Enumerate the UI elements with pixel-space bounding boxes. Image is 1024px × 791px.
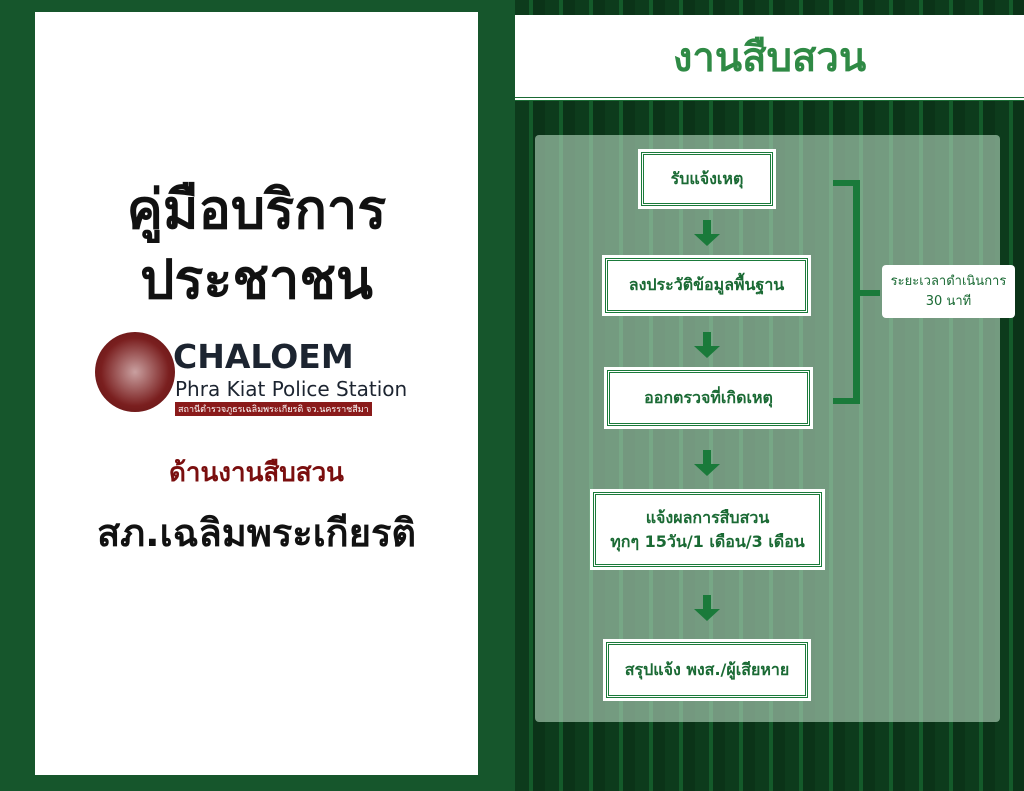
- logo-name: CHALOEM: [173, 337, 354, 376]
- step-4: แจ้งผลการสืบสวน ทุกๆ 15วัน/1 เดือน/3 เดื…: [590, 489, 825, 570]
- police-station-logo: CHALOEM Phra Kiat Police Station สถานีตำ…: [85, 327, 435, 417]
- step-4-line-2: ทุกๆ 15วัน/1 เดือน/3 เดือน: [610, 531, 805, 551]
- flowchart: รับแจ้งเหตุ ลงประวัติข้อมูลพื้นฐาน ออกตร…: [535, 135, 1015, 722]
- step-3: ออกตรวจที่เกิดเหตุ: [604, 367, 813, 429]
- step-4-line-1: แจ้งผลการสืบสวน: [645, 507, 770, 527]
- header-banner: งานสืบสวน: [515, 15, 1024, 101]
- logo-subtitle: Phra Kiat Police Station: [175, 377, 408, 401]
- flow-panel: งานสืบสวน รับแจ้งเหตุ ลงประวัติข้อมูลพื้…: [515, 0, 1024, 791]
- step-1: รับแจ้งเหตุ: [638, 149, 776, 209]
- duration-value: 30 นาที: [925, 294, 972, 309]
- duration-box: ระยะเวลาดำเนินการ 30 นาที: [882, 265, 1015, 318]
- step-2: ลงประวัติข้อมูลพื้นฐาน: [602, 255, 811, 316]
- title-line-1: คู่มือบริการ: [126, 178, 387, 241]
- section-label: ด้านงานสืบสวน: [169, 458, 344, 488]
- bracket-arrow-top-icon: [833, 180, 860, 186]
- title-line-2: ประชาชน: [140, 248, 373, 311]
- bracket-tick: [860, 290, 880, 296]
- bracket-arrow-bottom-icon: [833, 398, 860, 404]
- time-bracket: [853, 182, 860, 403]
- step-5: สรุปแจ้ง พงส./ผู้เสียหาย: [603, 639, 811, 701]
- arrow-down-icon: [694, 220, 720, 246]
- arrow-down-icon: [694, 595, 720, 621]
- arrow-down-icon: [694, 450, 720, 476]
- arrow-down-icon: [694, 332, 720, 358]
- header-title: งานสืบสวน: [672, 35, 867, 81]
- cover-panel: คู่มือบริการ ประชาชน CHALOEM Phra Kiat P…: [35, 12, 478, 775]
- police-seal-icon: [95, 332, 175, 412]
- duration-label: ระยะเวลาดำเนินการ: [890, 274, 1007, 289]
- station-name: สภ.เฉลิมพระเกียรติ: [96, 511, 417, 555]
- logo-thai: สถานีตำรวจภูธรเฉลิมพระเกียรติ จว.นครราชส…: [175, 402, 372, 416]
